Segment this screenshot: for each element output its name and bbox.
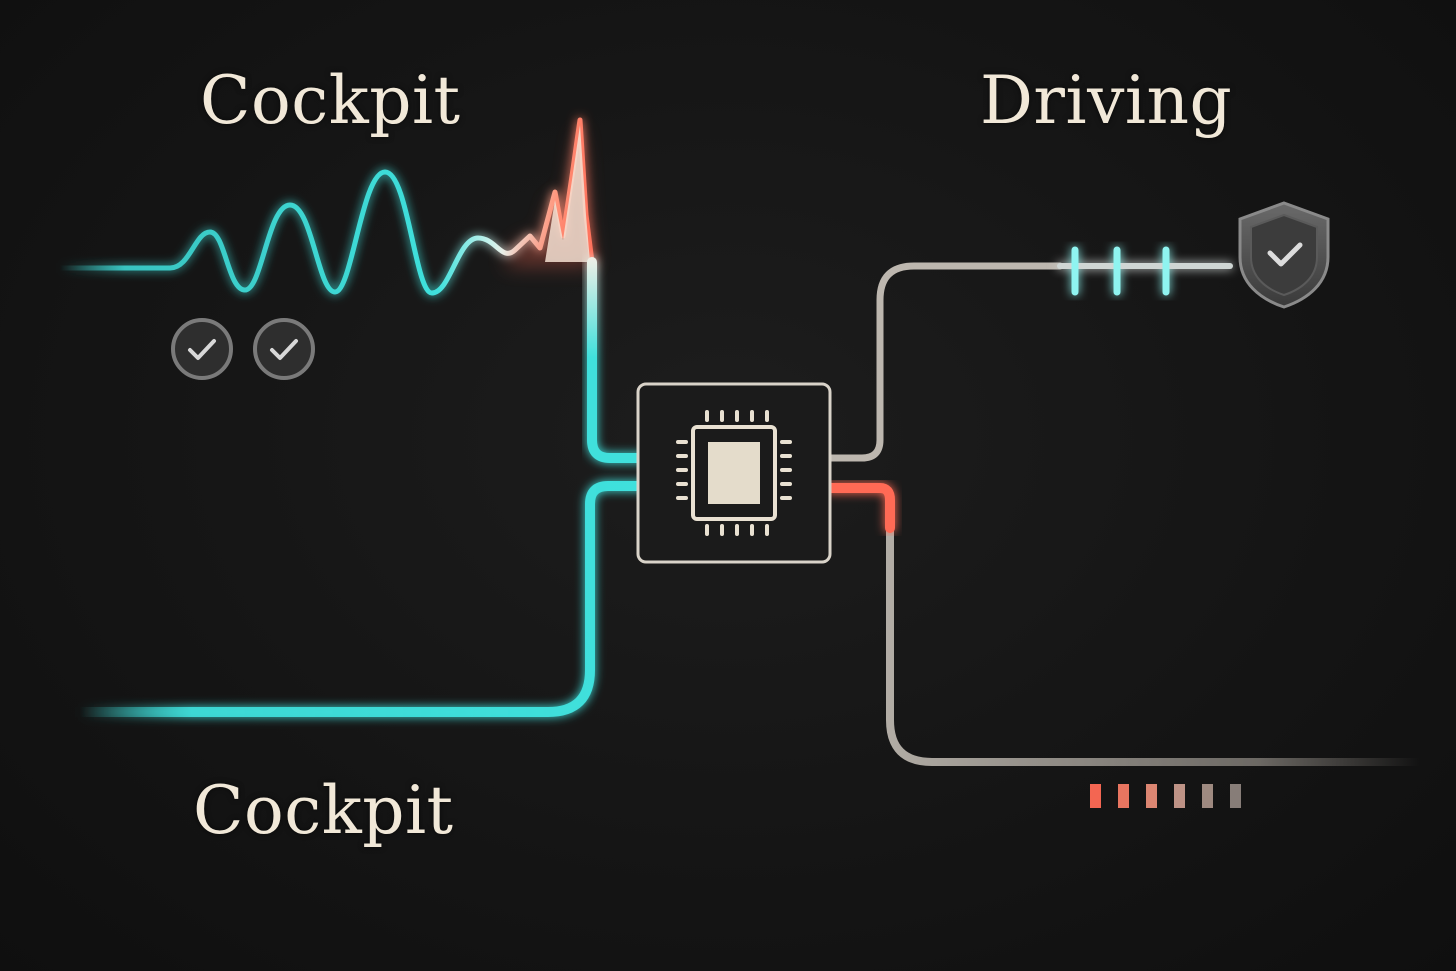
cockpit-signal-line-lower xyxy=(75,481,647,717)
label-cockpit-bottom: Cockpit xyxy=(193,772,454,849)
label-cockpit-top: Cockpit xyxy=(200,62,461,139)
cockpit-signal-line-upper xyxy=(587,257,647,463)
cpu-chip-icon xyxy=(636,382,832,564)
driving-signal-line-lower xyxy=(826,484,1424,766)
check-circle-icon xyxy=(171,318,233,380)
label-driving: Driving xyxy=(980,62,1233,139)
driving-signal-line-upper xyxy=(826,262,1064,462)
fault-glow-segment xyxy=(825,483,895,533)
segmented-signal xyxy=(1057,246,1233,296)
progress-segments xyxy=(1090,784,1241,808)
shield-check-icon xyxy=(1238,201,1330,309)
waveform-signal xyxy=(57,117,595,296)
check-circle-icon xyxy=(253,318,315,380)
